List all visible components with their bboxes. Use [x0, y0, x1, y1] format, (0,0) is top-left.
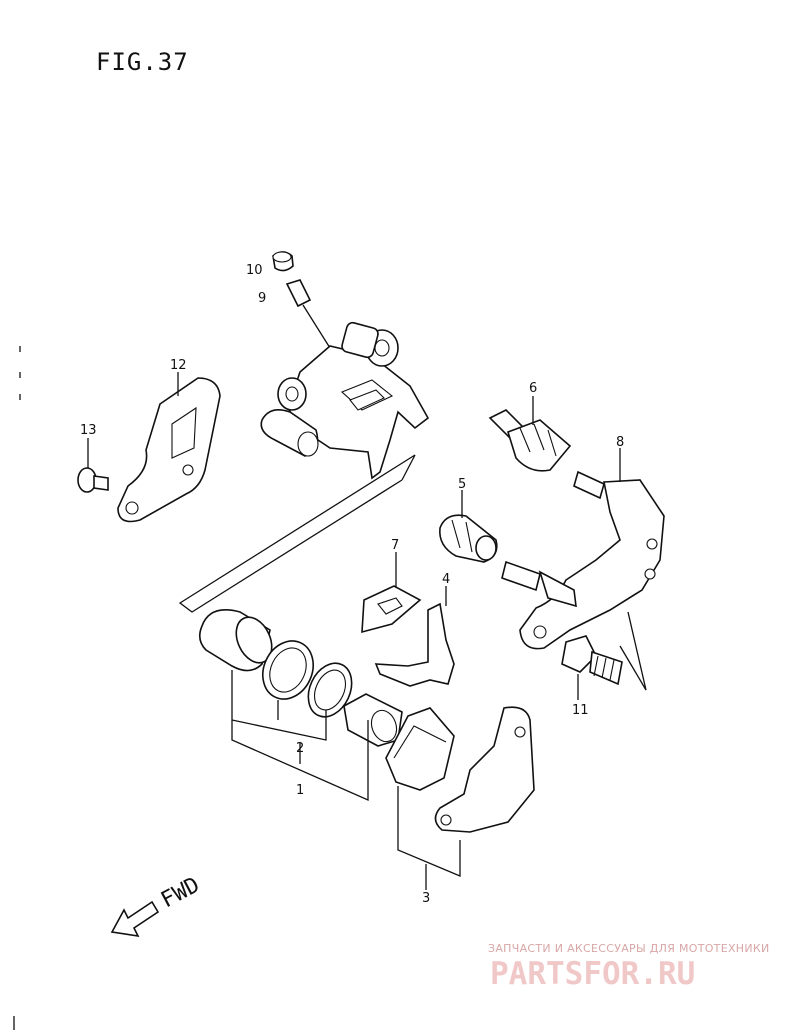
caliper-assembly-outline	[178, 454, 416, 613]
callout-7: 7	[391, 538, 399, 553]
part-8-caliper-holder[interactable]	[501, 448, 665, 691]
forward-label: FWD	[157, 873, 204, 914]
part-7-pad-spring[interactable]	[361, 552, 422, 634]
part-3-pad-shim[interactable]	[434, 706, 535, 833]
part-1-piston[interactable]	[198, 609, 279, 672]
callout-1: 1	[296, 783, 304, 798]
part-5-slide-pin-boot[interactable]	[439, 490, 498, 563]
callout-9: 9	[258, 291, 266, 306]
callout-8: 8	[616, 435, 624, 450]
figure-title: FIG.37	[96, 48, 189, 76]
part-1-piston-insulator[interactable]	[343, 693, 403, 747]
callout-12: 12	[170, 358, 187, 373]
part-2-seal-rings[interactable]	[254, 633, 360, 724]
caliper-body[interactable]	[260, 321, 430, 480]
part-10-bleeder-cap[interactable]	[272, 251, 294, 272]
callout-6: 6	[529, 381, 537, 396]
callout-13: 13	[80, 423, 97, 438]
callout-5: 5	[458, 477, 466, 492]
part-13-bolt[interactable]	[77, 438, 109, 493]
part-4-pad-retainer[interactable]	[374, 586, 455, 687]
forward-arrow-icon	[110, 900, 160, 938]
forward-direction-indicator: FWD	[110, 873, 204, 938]
part-9-bleeder-valve[interactable]	[285, 279, 331, 349]
callout-10: 10	[246, 263, 263, 278]
part-3-brake-pad[interactable]	[385, 707, 455, 791]
callout-2: 2	[296, 741, 304, 756]
part-6-slide-pin-boot[interactable]	[488, 396, 572, 472]
watermark-logo: PARTSFOR.RU	[490, 956, 695, 992]
callout-brackets	[231, 670, 461, 890]
part-12-bracket-plate[interactable]	[117, 372, 221, 523]
callout-4: 4	[442, 572, 450, 587]
part-11-bolt[interactable]	[561, 635, 623, 700]
watermark-caption: ЗАПЧАСТИ И АКСЕССУАРЫ ДЛЯ МОТОТЕХНИКИ	[488, 942, 770, 955]
callout-11: 11	[572, 703, 589, 718]
callout-3: 3	[422, 891, 430, 906]
scan-marks	[13, 346, 21, 1030]
